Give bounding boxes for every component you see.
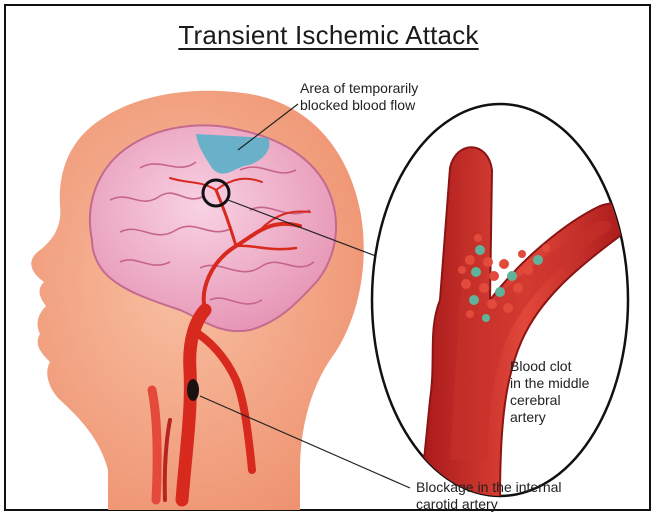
label-carotid-blockage: Blockage in the internal carotid artery	[416, 479, 562, 513]
carotid-blockage	[187, 379, 199, 401]
label-blocked-area: Area of temporarily blocked blood flow	[300, 80, 418, 114]
label-blood-clot: Blood clot in the middle cerebral artery	[510, 358, 589, 426]
figure-title: Transient Ischemic Attack	[0, 20, 657, 51]
